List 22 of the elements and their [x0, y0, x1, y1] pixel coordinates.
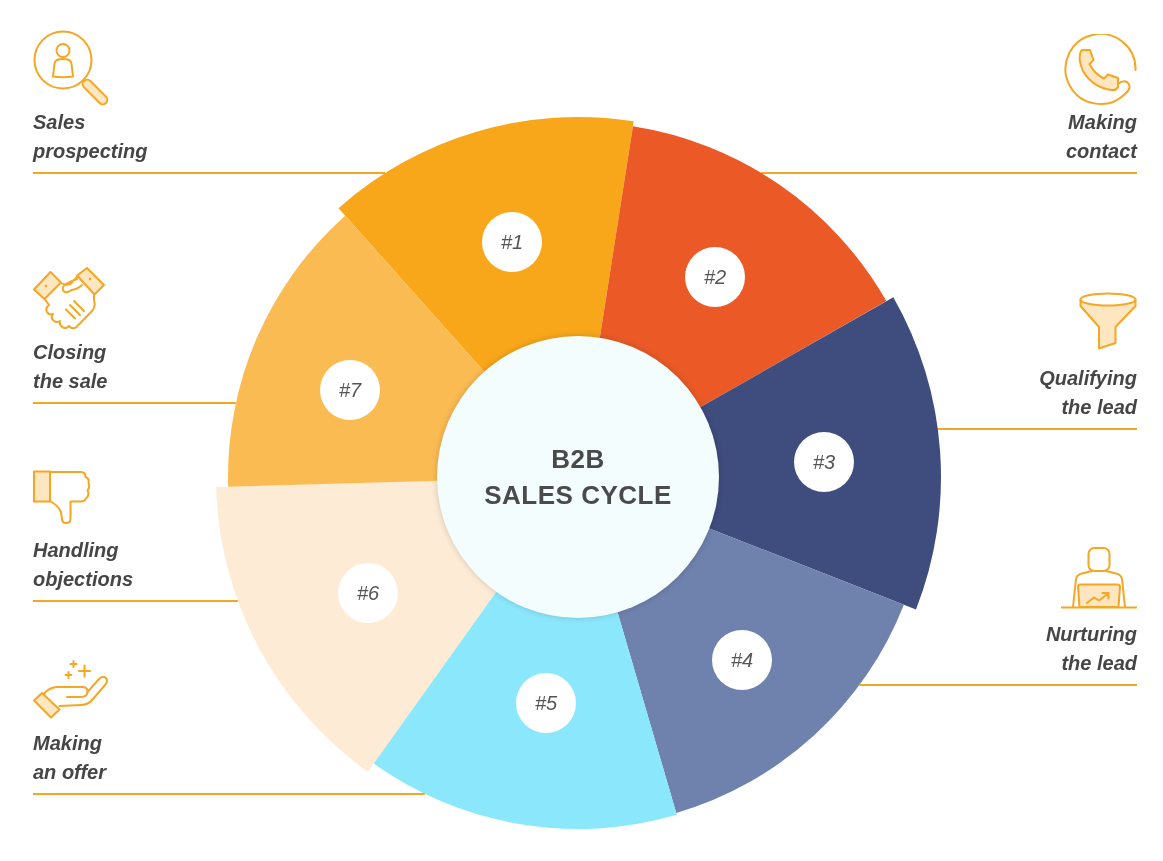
step-label: Qualifying the lead — [1038, 366, 1137, 420]
leader-line — [858, 684, 1138, 686]
step-label: Nurturing the lead — [1044, 622, 1137, 676]
hub-title: B2B SALES CYCLE — [484, 443, 672, 512]
leader-line — [32, 172, 387, 174]
step-number: #6 — [356, 583, 380, 603]
step-label: Making an offer — [33, 731, 108, 785]
step-number: #7 — [338, 380, 362, 400]
leader-line — [760, 172, 1138, 174]
step-label: Closing the sale — [33, 340, 109, 394]
step-label: Sales prospecting — [33, 110, 149, 164]
leader-line — [32, 793, 426, 795]
step-number: #3 — [812, 452, 836, 472]
step-label: Handling objections — [33, 538, 134, 592]
leader-line — [936, 428, 1138, 430]
leader-line — [32, 402, 237, 404]
step-number: #5 — [534, 693, 558, 713]
step-number: #2 — [703, 267, 727, 287]
step-number: #1 — [500, 232, 524, 252]
leader-line — [32, 600, 239, 602]
step-label: Making contact — [1064, 110, 1137, 164]
step-number: #4 — [730, 650, 754, 670]
